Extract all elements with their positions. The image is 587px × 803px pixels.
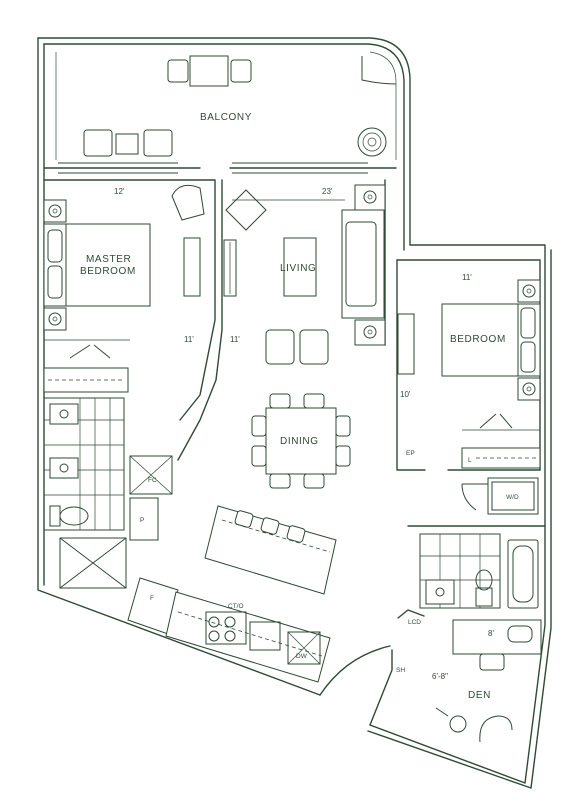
tag-f: F (150, 595, 154, 602)
tag-p: P (140, 517, 144, 524)
master-ensuite (43, 397, 173, 589)
kitchen (127, 505, 391, 696)
tag-ct-o: CT/O (228, 603, 244, 610)
label-master-bedroom-line2: BEDROOM (80, 266, 136, 277)
balcony-area (43, 51, 397, 174)
living-room (177, 179, 386, 461)
dim-master-depth: 11' (184, 335, 194, 344)
label-master-bedroom-line1: MASTER (86, 254, 131, 265)
tag-sh: SH (396, 667, 405, 674)
dim-living-depth: 11' (230, 335, 240, 344)
label-den: DEN (468, 690, 491, 701)
tag-l: L (468, 457, 472, 464)
label-bedroom: BEDROOM (450, 334, 506, 345)
laundry-bath-2 (407, 477, 546, 609)
label-dining: DINING (280, 436, 319, 447)
dim-bedroom-width: 11' (462, 273, 472, 282)
label-balcony: BALCONY (200, 112, 252, 123)
dim-bedroom-depth: 10' (400, 390, 411, 399)
dim-den-depth: 6'-8" (432, 672, 448, 681)
tag-fc: FC (148, 477, 157, 484)
master-bedroom (43, 179, 216, 421)
dim-master-width: 12' (114, 187, 125, 196)
dim-living-width: 23' (322, 187, 333, 196)
tag-wd: W/D (506, 494, 519, 501)
tag-dw: DW (296, 653, 308, 660)
den (369, 609, 542, 743)
tag-lcd: LCD (408, 619, 421, 626)
dim-den-width: 8' (488, 629, 494, 638)
bedroom-2 (396, 259, 541, 471)
tag-ep: EP (406, 450, 415, 457)
dining-area (251, 393, 351, 489)
label-living: LIVING (280, 263, 316, 274)
